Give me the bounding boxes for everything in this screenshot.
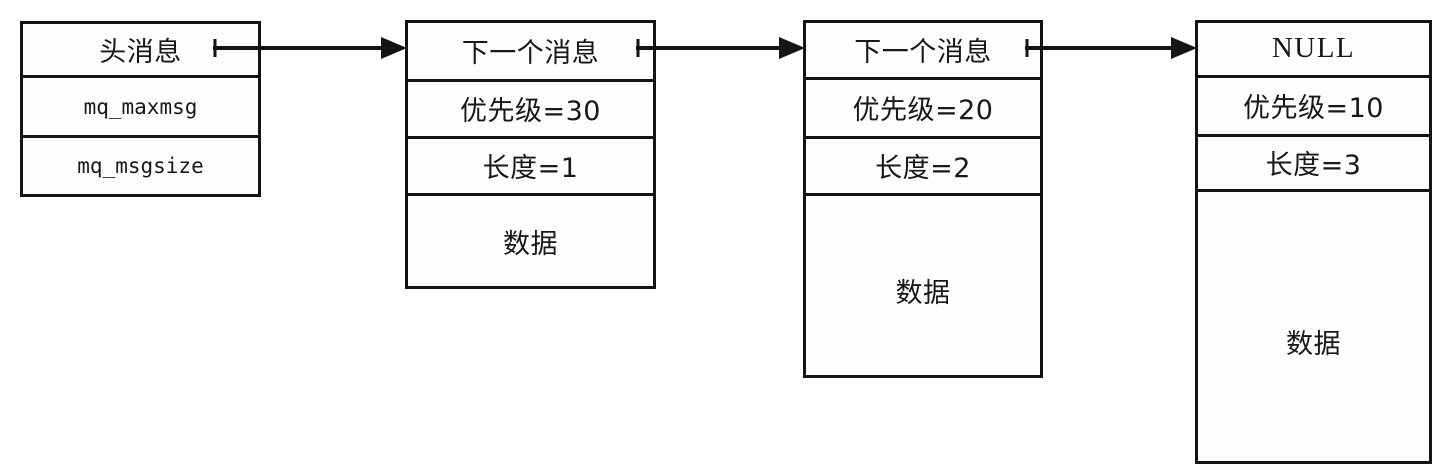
cell-msg2-data: 数据 <box>806 196 1040 375</box>
node-message-2[interactable]: 下一个消息 优先级=20 长度=2 数据 <box>803 20 1043 378</box>
node-message-3[interactable]: NULL 优先级=10 长度=3 数据 <box>1195 20 1432 464</box>
node-head-message[interactable]: 头消息 mq_maxmsg mq_msgsize <box>20 21 261 197</box>
arrow-msg1-to-msg2 <box>636 36 805 60</box>
cell-head-title: 头消息 <box>23 24 258 79</box>
cell-msg1-data: 数据 <box>408 195 653 286</box>
cell-msg3-next: NULL <box>1198 23 1429 78</box>
cell-msg1-priority: 优先级=30 <box>408 81 653 140</box>
cell-msg3-priority: 优先级=10 <box>1198 77 1429 137</box>
arrow-msg2-to-msg3 <box>1025 36 1197 60</box>
msg3-data-label: 数据 <box>1286 328 1341 360</box>
cell-msg3-data: 数据 <box>1198 191 1429 461</box>
cell-mq-msgsize: mq_msgsize <box>23 138 258 194</box>
cell-msg3-length: 长度=3 <box>1198 136 1429 192</box>
cell-msg2-priority: 优先级=20 <box>806 79 1040 139</box>
cell-msg2-length: 长度=2 <box>806 138 1040 197</box>
msg2-data-label: 数据 <box>895 278 951 310</box>
cell-msg2-next: 下一个消息 <box>806 23 1040 80</box>
cell-msg1-length: 长度=1 <box>408 139 653 196</box>
msg1-data-label: 数据 <box>503 228 558 260</box>
cell-msg1-next: 下一个消息 <box>408 23 653 82</box>
cell-mq-maxmsg: mq_maxmsg <box>23 78 258 139</box>
node-message-1[interactable]: 下一个消息 优先级=30 长度=1 数据 <box>405 20 656 289</box>
